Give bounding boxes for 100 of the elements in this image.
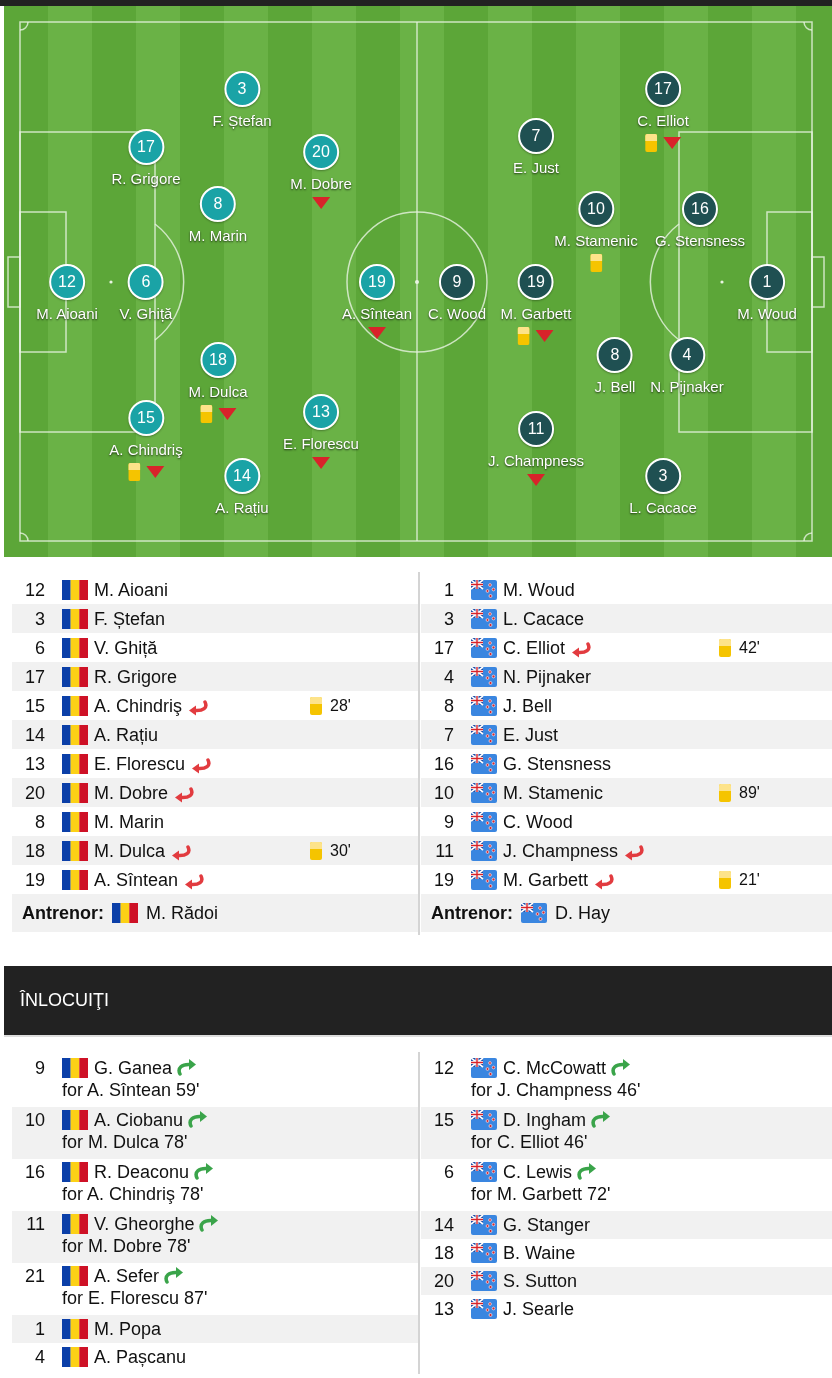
player-name: L. Cacace — [503, 608, 585, 629]
shirt-number: 4 — [35, 1347, 45, 1367]
player-name: M. Woud — [737, 305, 797, 323]
player-name: R. Grigore — [94, 666, 178, 687]
player-name: N. Pijnaker — [650, 378, 724, 396]
player-name: A. Pașcanu — [94, 1347, 187, 1367]
shirt-number: 1 — [35, 1319, 45, 1339]
player-name: D. Ingham — [503, 1110, 587, 1130]
shirt-number: 16 — [24, 1162, 45, 1182]
minute-text: 89' — [739, 782, 760, 803]
player-name: J. Bell — [594, 378, 636, 396]
shirt-number: 14 — [24, 724, 45, 745]
player-name: E. Just — [503, 724, 559, 745]
substitution-note: for M. Dulca 78' — [62, 1132, 188, 1152]
coach-name: M. Rădoi — [146, 903, 219, 923]
substitution-note: for M. Garbett 72' — [471, 1184, 611, 1204]
player-name: R. Grigore — [111, 170, 181, 188]
player-name: M. Marin — [188, 227, 248, 245]
substitution-note: for E. Florescu 87' — [62, 1288, 208, 1308]
shirt-number: 3 — [35, 608, 45, 629]
coach-label: Antrenor: — [22, 903, 104, 923]
player-name: V. Ghiță — [94, 637, 158, 658]
shirt-number: 19 — [433, 869, 454, 890]
player-name: E. Florescu — [283, 435, 359, 453]
substitution-note: for C. Elliot 46' — [471, 1132, 588, 1152]
player-name: B. Waine — [503, 1243, 576, 1263]
minute-text: 30' — [330, 840, 351, 861]
shirt-number: 10 — [24, 1110, 45, 1130]
shirt-number: 4 — [444, 666, 454, 687]
shirt-number: 13 — [433, 1299, 454, 1319]
player-name: R. Deaconu — [94, 1162, 190, 1182]
player-name: F. Ștefan — [94, 608, 166, 629]
player-name: A. Chindriş — [94, 695, 183, 716]
player-name: G. Ganea — [94, 1058, 173, 1078]
shirt-number: 6 — [444, 1162, 454, 1182]
shirt-number: 15 — [433, 1110, 454, 1130]
player-name: V. Gheorghe — [94, 1214, 195, 1234]
player-name: M. Woud — [503, 579, 575, 600]
player-name: A. Sîntean — [341, 305, 413, 323]
shirt-number: 19 — [24, 869, 45, 890]
shirt-number: 12 — [433, 1058, 454, 1078]
coach-label: Antrenor: — [431, 903, 513, 923]
player-name: A. Sefer — [94, 1266, 160, 1286]
player-name: C. Elliot — [637, 112, 689, 130]
shirt-number: 13 — [24, 753, 45, 774]
player-name: M. Stamenic — [554, 232, 638, 250]
shirt-number: 8 — [35, 811, 45, 832]
player-name: M. Dobre — [290, 175, 352, 193]
shirt-number: 9 — [35, 1058, 45, 1078]
minute-text: 42' — [739, 637, 760, 658]
player-name: M. Dulca — [94, 840, 165, 861]
player-name: J. Searle — [503, 1299, 575, 1319]
player-name: M. Aioani — [36, 305, 98, 323]
shirt-number: 8 — [444, 695, 454, 716]
player-name: M. Garbett — [503, 869, 589, 890]
substitution-note: for J. Champness 46' — [471, 1080, 641, 1100]
player-name: C. Elliot — [503, 637, 565, 658]
minute-text: 21' — [739, 869, 760, 890]
shirt-number: 21 — [24, 1266, 45, 1286]
substitution-note: for A. Chindriş 78' — [62, 1184, 204, 1204]
shirt-number: 11 — [435, 840, 454, 861]
player-name: M. Aioani — [94, 579, 169, 600]
player-name: M. Garbett — [500, 305, 572, 323]
shirt-number: 18 — [24, 840, 45, 861]
shirt-number: 20 — [24, 782, 45, 803]
shirt-number: 10 — [433, 782, 454, 803]
player-name: M. Marin — [94, 811, 164, 832]
shirt-number: 9 — [444, 811, 454, 832]
player-name: J. Bell — [503, 695, 553, 716]
player-name: J. Champness — [503, 840, 619, 861]
player-name: A. Ciobanu — [94, 1110, 184, 1130]
shirt-number: 1 — [444, 579, 454, 600]
player-name: A. Sîntean — [94, 869, 179, 890]
player-name: M. Dulca — [188, 383, 248, 401]
shirt-number: 12 — [24, 579, 45, 600]
player-name: A. Rațiu — [94, 724, 159, 745]
player-name: E. Just — [513, 159, 559, 177]
shirt-number: 11 — [26, 1214, 45, 1234]
player-name: M. Stamenic — [503, 782, 604, 803]
coach-name: D. Hay — [555, 903, 610, 923]
shirt-number: 6 — [35, 637, 45, 658]
substitution-note: for A. Sîntean 59' — [62, 1080, 200, 1100]
player-name: G. Stanger — [503, 1215, 591, 1235]
player-name: V. Ghiță — [119, 305, 173, 323]
player-name: F. Ștefan — [212, 112, 272, 130]
shirt-number: 3 — [444, 608, 454, 629]
player-name: A. Rațiu — [215, 499, 269, 517]
shirt-number: 14 — [433, 1215, 454, 1235]
player-name: E. Florescu — [94, 753, 186, 774]
shirt-number: 17 — [433, 637, 454, 658]
player-name: G. Stensness — [503, 753, 612, 774]
player-name: S. Sutton — [503, 1271, 578, 1291]
player-name: L. Cacace — [629, 499, 697, 517]
shirt-number: 15 — [24, 695, 45, 716]
player-name: C. Wood — [503, 811, 573, 832]
player-name: M. Dobre — [94, 782, 169, 803]
player-name: M. Popa — [94, 1319, 162, 1339]
player-name: A. Chindriş — [109, 441, 183, 459]
shirt-number: 16 — [433, 753, 454, 774]
shirt-number: 20 — [433, 1271, 454, 1291]
